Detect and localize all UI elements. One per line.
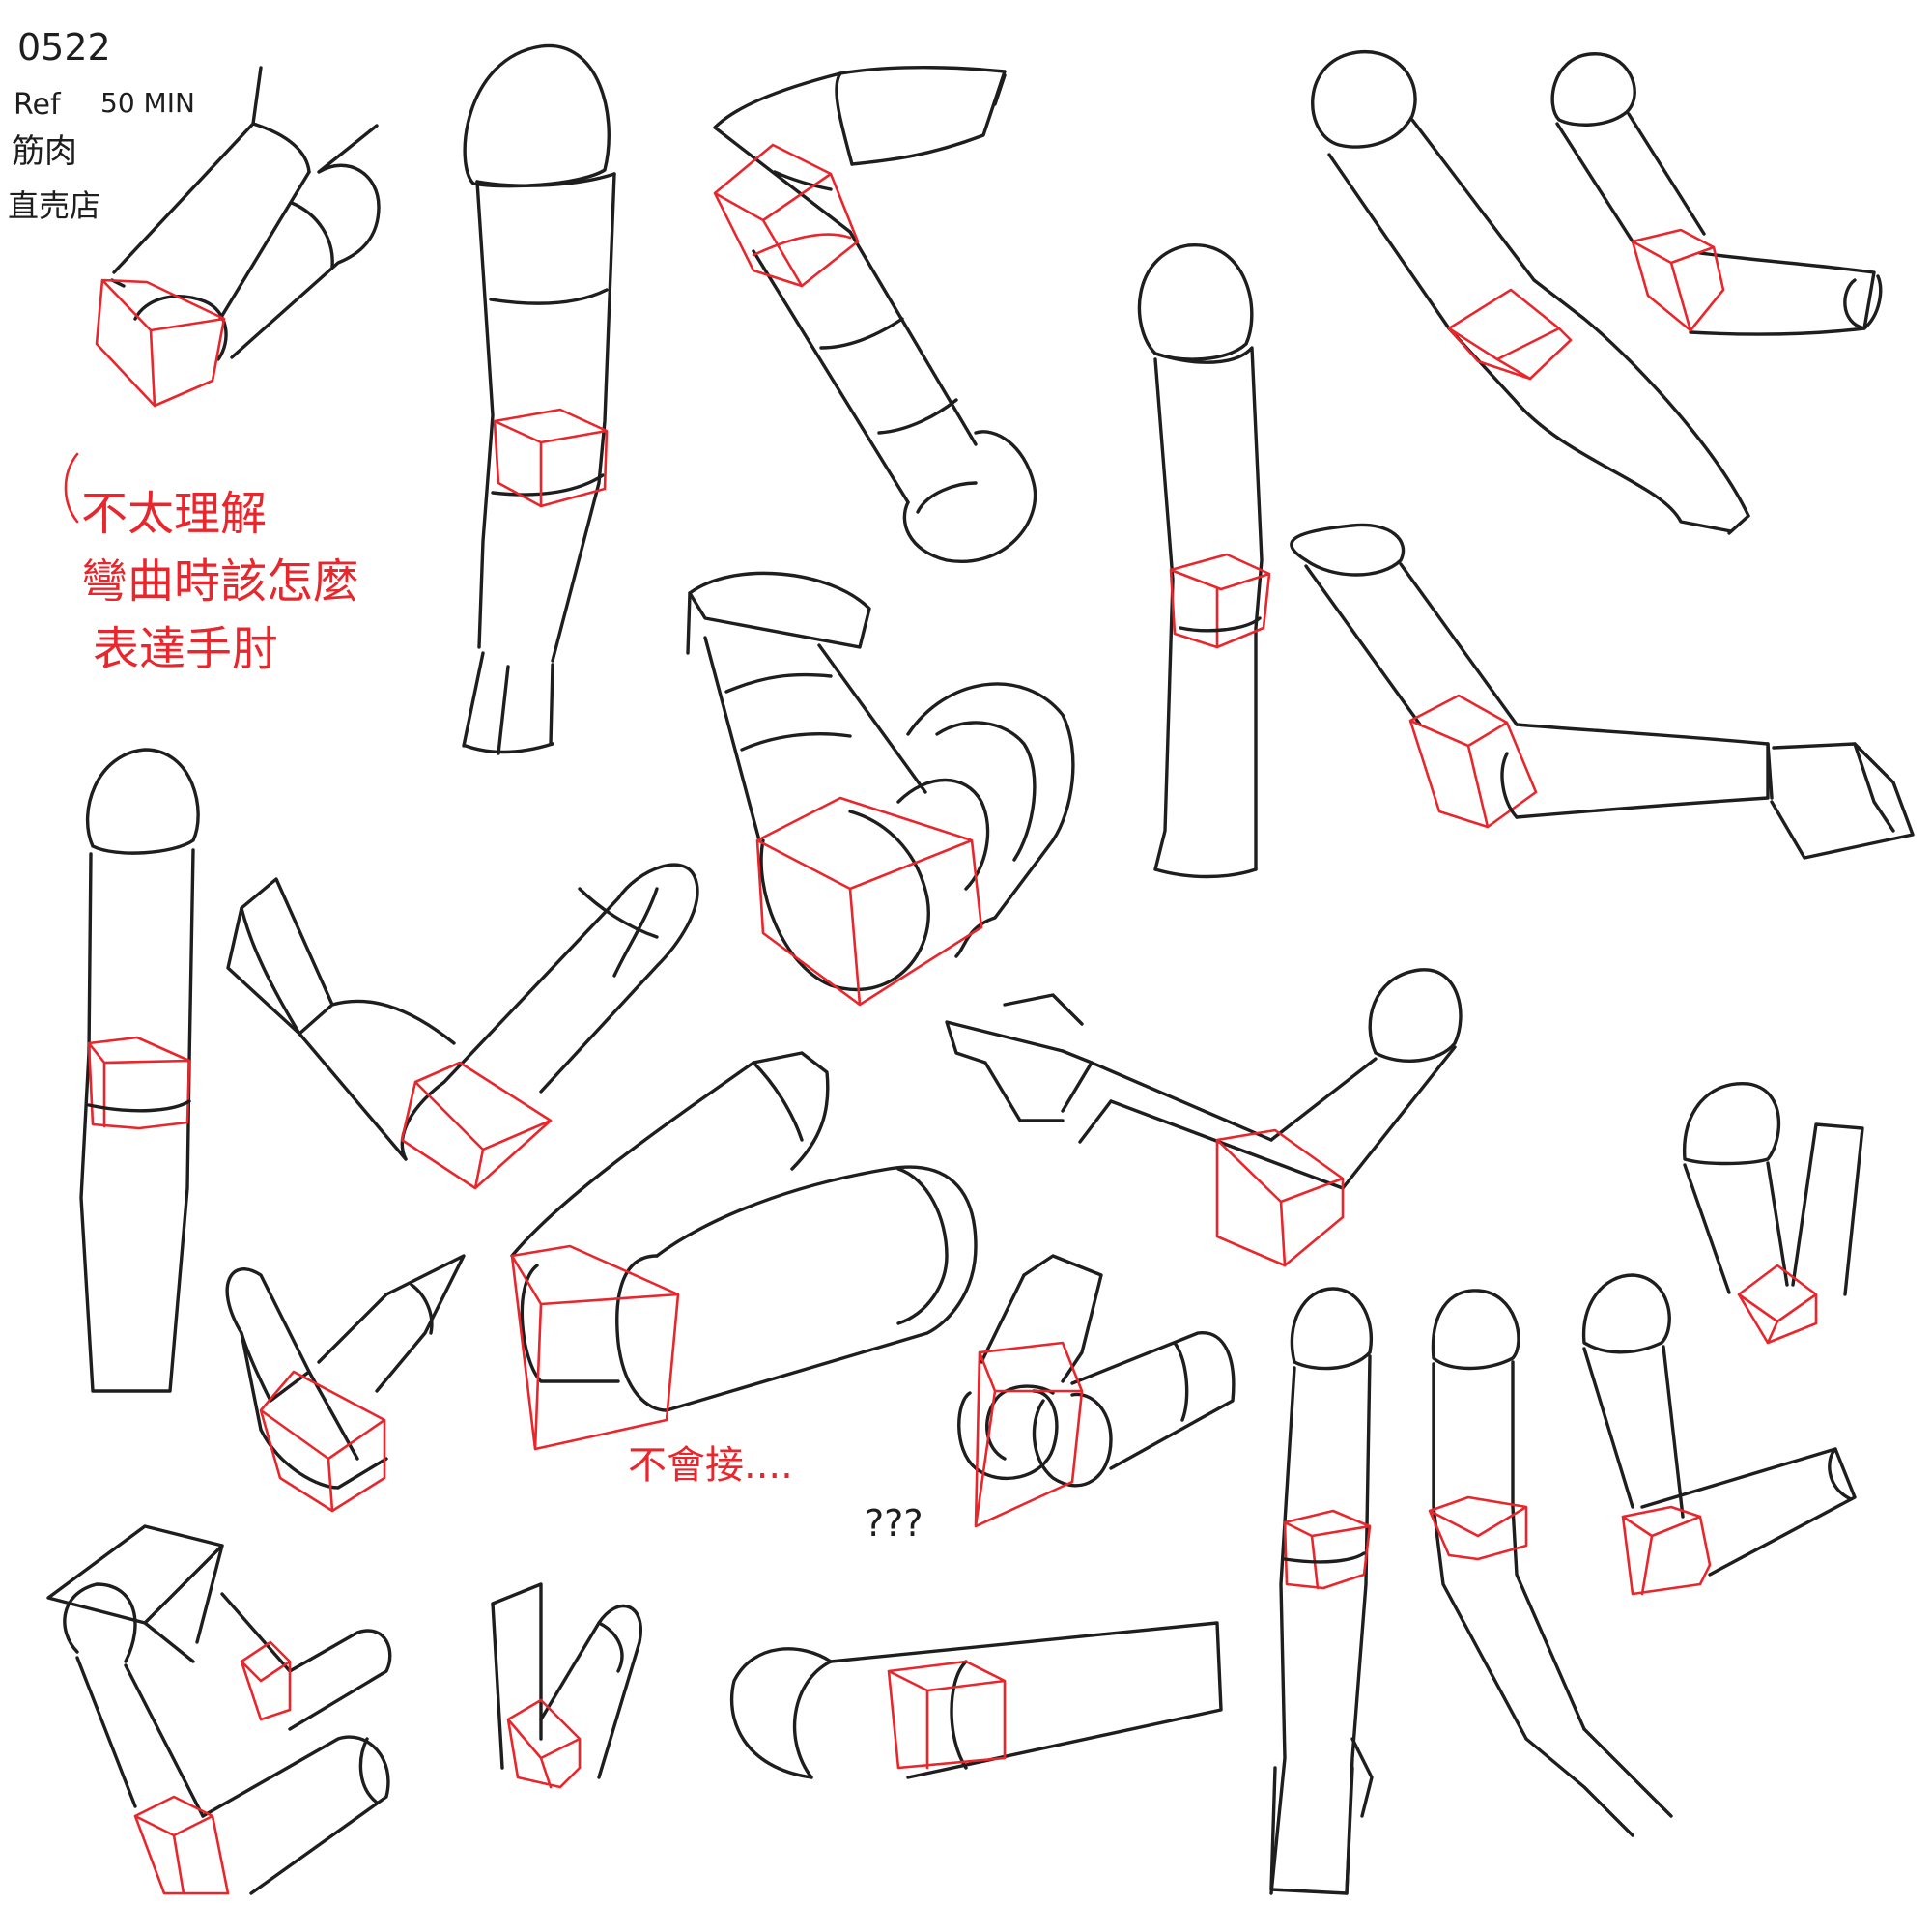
arm-sketch-12 <box>957 1254 1236 1528</box>
note-arrow <box>64 452 79 524</box>
source-label: 直売店 <box>8 187 100 224</box>
note-question-line2: 彎曲時該怎麼 <box>81 554 359 609</box>
arm-sketch-3 <box>713 66 1037 563</box>
arm-sketch-1 <box>95 66 381 408</box>
arm-sketch-13 <box>945 968 1463 1267</box>
arm-sketch-16 <box>46 1524 392 1895</box>
date-label: 0522 <box>17 26 111 69</box>
arm-sketch-9 <box>226 863 699 1190</box>
note-question-line3: 表達手肘 <box>93 622 278 676</box>
arm-sketch-15 <box>1269 1273 1857 1895</box>
ref-label: Ref <box>14 88 62 122</box>
arm-sketch-2 <box>462 43 616 755</box>
note-question-line1: 不太理解 <box>81 487 267 541</box>
arm-sketch-14 <box>1682 1082 1864 1345</box>
arm-sketch-18 <box>729 1621 1223 1779</box>
arm-sketch-11 <box>225 1254 466 1513</box>
duration-label: 50 MIN <box>100 87 195 119</box>
arm-sketch-10 <box>510 1051 978 1451</box>
arm-sketch-4 <box>1311 50 1883 535</box>
arm-sketch-8 <box>79 748 200 1393</box>
note-confusion: ??? <box>865 1502 923 1545</box>
note-cannot-connect: 不會接.... <box>628 1443 793 1488</box>
topic-label: 筋肉 <box>12 132 77 171</box>
arm-sketch-17 <box>491 1582 642 1789</box>
arm-sketch-6 <box>1137 243 1271 879</box>
arm-sketch-7 <box>1290 523 1915 860</box>
arm-sketch-5 <box>686 571 1075 1007</box>
